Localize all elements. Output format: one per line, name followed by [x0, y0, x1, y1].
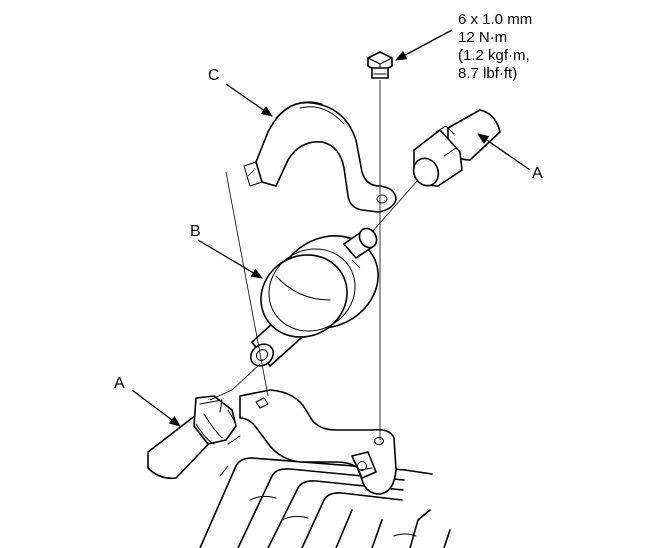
- leader-b: [197, 239, 264, 279]
- leader-a-upper: [477, 133, 531, 171]
- bolt-torque-spec: 6 x 1.0 mm 12 N·m (1.2 kgf·m, 8.7 lbf·ft…: [458, 11, 532, 82]
- spec-line-4: 8.7 lbf·ft): [458, 65, 517, 82]
- leader-c: [225, 83, 273, 117]
- spec-line-1: 6 x 1.0 mm: [458, 11, 532, 28]
- label-a-lower: A: [114, 375, 125, 392]
- bolt: [367, 51, 393, 79]
- hose-a-lower: [147, 395, 237, 480]
- leader-lines: [131, 29, 531, 427]
- canister-body: [260, 227, 379, 338]
- leader-a-lower: [131, 389, 181, 427]
- label-b: B: [190, 223, 201, 240]
- hose-a-upper: [412, 109, 501, 187]
- leader-spec: [394, 29, 453, 61]
- strap-clamp: [243, 101, 397, 213]
- spec-line-3: (1.2 kgf·m,: [458, 47, 530, 64]
- spec-line-2: 12 N·m: [458, 29, 507, 46]
- mounting-bracket: [239, 389, 397, 495]
- label-a-upper: A: [532, 165, 543, 182]
- assembly-axis-lines: [209, 80, 419, 440]
- label-c: C: [208, 67, 220, 84]
- body-floor-panel: [199, 435, 451, 548]
